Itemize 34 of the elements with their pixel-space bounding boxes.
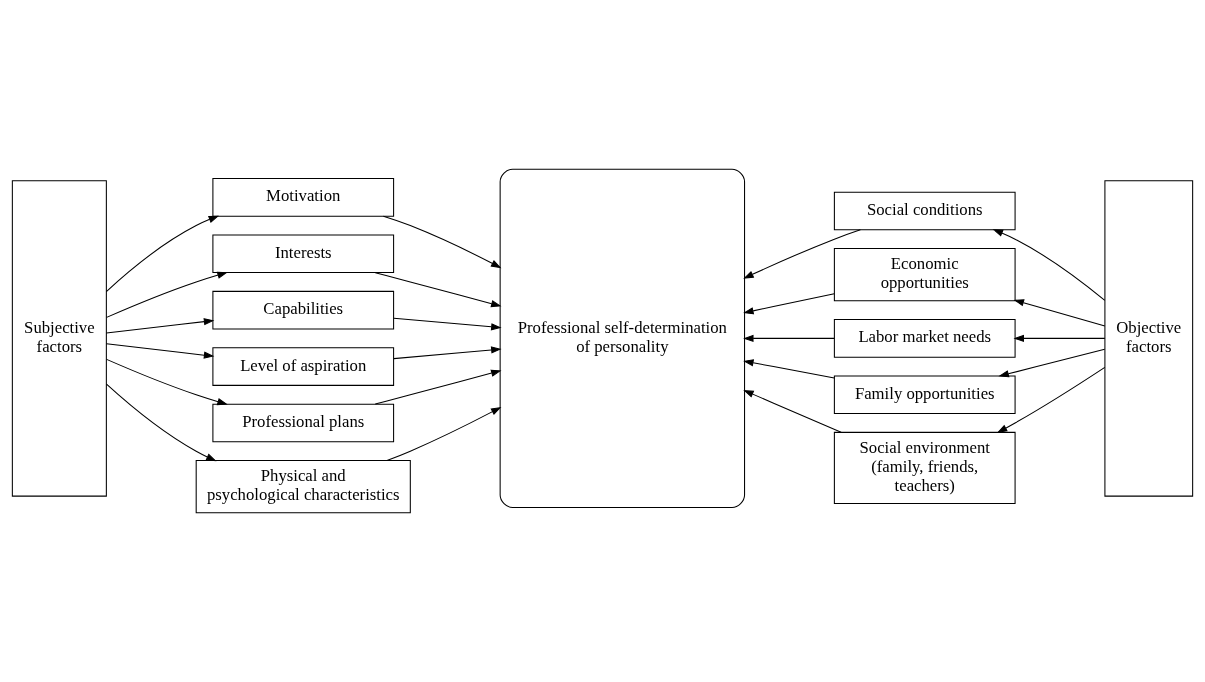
arrow — [996, 366, 1106, 433]
arrow — [105, 343, 215, 359]
node-box: Professional plans — [212, 403, 395, 443]
arrow — [1013, 334, 1106, 343]
node-box: Interests — [212, 234, 395, 274]
arrow — [106, 358, 228, 406]
node-box: Social conditions — [833, 191, 1016, 231]
arrow — [998, 348, 1106, 378]
arrow — [1013, 299, 1106, 327]
arrow — [743, 334, 835, 343]
node-box: Social environment (family, friends, teachers) — [833, 431, 1016, 504]
arrow — [105, 318, 215, 334]
arrow — [374, 369, 502, 405]
arrow — [393, 346, 502, 360]
arrow — [743, 359, 835, 379]
node-box: Objective factors — [1104, 180, 1194, 497]
node-box: Subjective factors — [11, 180, 107, 497]
arrow — [105, 215, 220, 293]
node-box: Level of aspiration — [212, 347, 395, 386]
node-box: Professional self-determination of personality — [499, 168, 746, 509]
arrow — [992, 229, 1106, 301]
arrow — [106, 383, 217, 462]
node-box: Economic opportunities — [833, 248, 1016, 302]
arrow — [743, 390, 842, 433]
arrow — [106, 271, 228, 318]
arrow — [743, 293, 835, 315]
node-box: Motivation — [212, 178, 395, 217]
node-box: Capabilities — [212, 290, 395, 330]
node-box: Labor market needs — [833, 319, 1016, 358]
arrow — [374, 272, 502, 308]
node-box: Physical and psychological characteristics — [195, 460, 411, 514]
arrow — [382, 215, 502, 269]
arrow — [393, 317, 502, 331]
node-box: Family opportunities — [833, 375, 1016, 415]
